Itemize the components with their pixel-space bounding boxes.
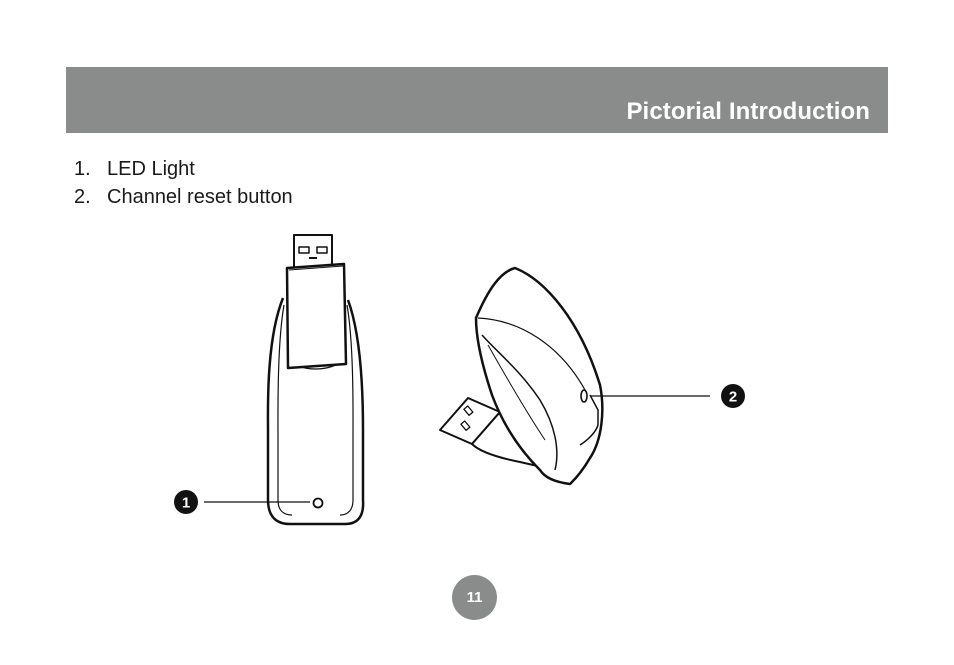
legend-item-led-light: 1. LED Light bbox=[74, 155, 293, 183]
legend-list: 1. LED Light 2. Channel reset button bbox=[74, 155, 293, 211]
legend-number: 2. bbox=[74, 186, 91, 208]
legend-label: LED Light bbox=[107, 158, 195, 180]
legend-label: Channel reset button bbox=[107, 186, 293, 208]
usb-adapter-angled-view bbox=[439, 266, 604, 486]
led-light-icon bbox=[312, 497, 324, 509]
callout-badge-1: 1 bbox=[174, 490, 198, 514]
legend-number: 1. bbox=[74, 158, 91, 180]
callout-label-2: 2 bbox=[729, 389, 737, 406]
usb-connector-icon bbox=[293, 234, 333, 269]
legend-item-channel-reset: 2. Channel reset button bbox=[74, 183, 293, 211]
callout-label-1: 1 bbox=[182, 495, 190, 512]
usb-adapter-front-view bbox=[266, 234, 365, 526]
adapter-body-angled-outline bbox=[474, 266, 604, 486]
header-bar: Pictorial Introduction bbox=[66, 67, 888, 133]
channel-reset-button-icon bbox=[580, 389, 588, 403]
page-title: Pictorial Introduction bbox=[626, 98, 870, 125]
callout-badge-2: 2 bbox=[721, 384, 745, 408]
page-number: 11 bbox=[452, 575, 497, 620]
